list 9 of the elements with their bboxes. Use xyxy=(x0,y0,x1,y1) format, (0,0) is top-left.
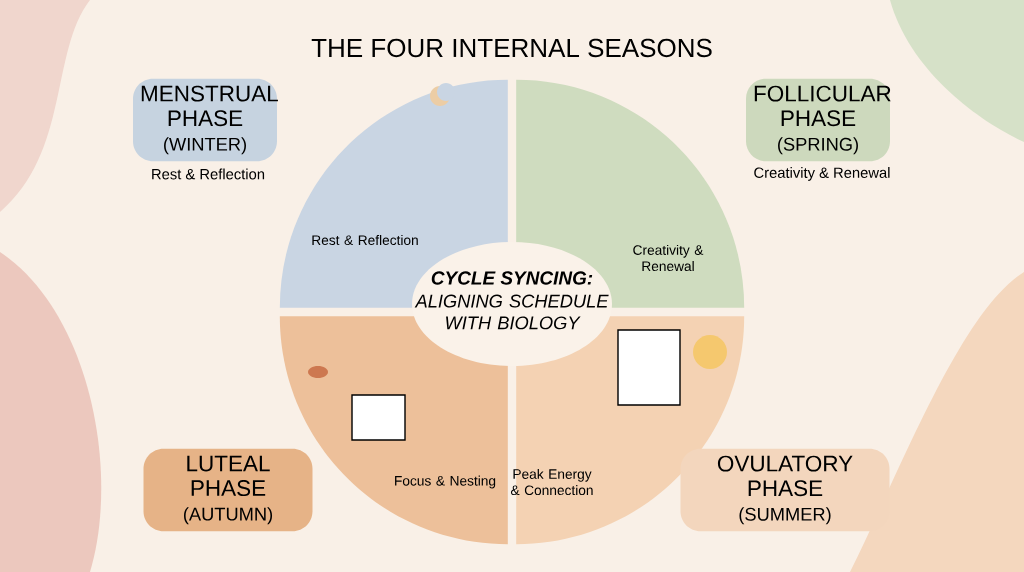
phase-badge: OVULATORY PHASE (SUMMER) xyxy=(680,448,890,532)
phase-badge: FOLLICULAR PHASE (SPRING) xyxy=(746,78,891,162)
node-label: OVULATORY PHASE xyxy=(717,455,853,497)
caption-text: Creativity & Renewal xyxy=(754,167,890,181)
caption-text: Rest & Reflection xyxy=(152,168,265,180)
phase-badge: LUTEAL PHASE (AUTUMN) xyxy=(143,448,313,532)
node-label: (SUMMER) xyxy=(739,507,831,525)
phase-badge: MENSTRUAL PHASE (WINTER) xyxy=(133,78,278,162)
title: THE FOUR INTERNAL SEASONS xyxy=(311,38,712,58)
